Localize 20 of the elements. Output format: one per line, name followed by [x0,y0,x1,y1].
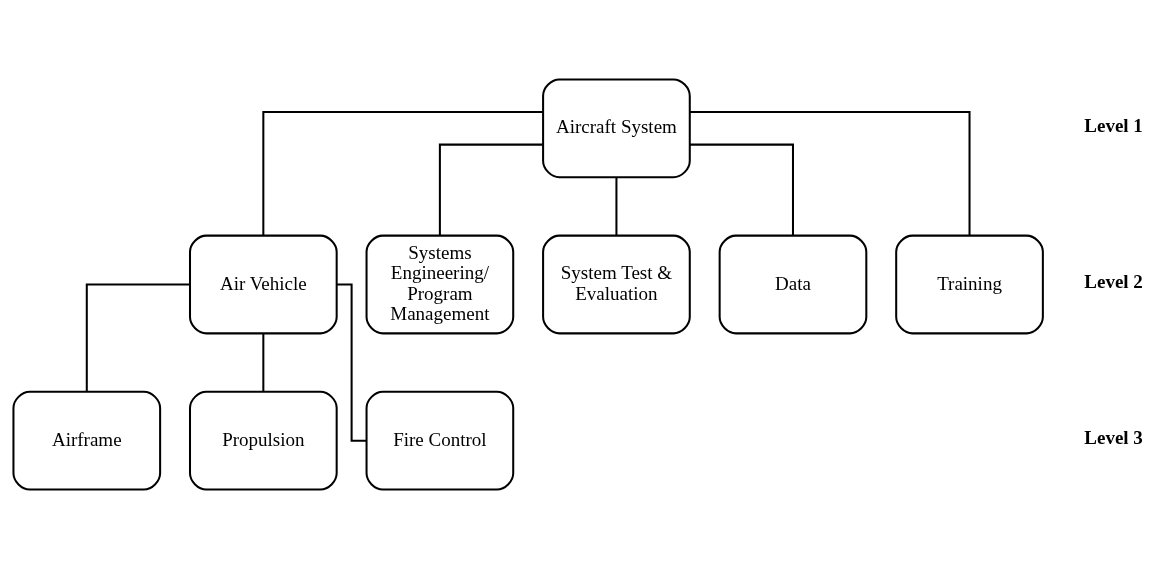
connector [85,283,190,392]
label: Level 2 [1084,271,1143,293]
connector [262,111,543,236]
node-box: Fire Control [365,390,515,491]
label: Level 3 [1084,427,1143,449]
connector [615,177,618,236]
node-box: Systems Engineering/ Program Management [365,234,515,335]
connector [262,333,265,392]
node-box: Data [718,234,868,335]
node-box: System Test & Evaluation [542,234,691,335]
node-box: Air Vehicle [189,234,338,335]
connector [690,111,971,236]
connector [337,283,367,442]
label: Level 1 [1084,114,1143,136]
node-box: Training [895,234,1044,335]
node-box: Aircraft System [542,78,691,179]
connector [438,143,544,236]
connector [689,143,794,236]
node-box: Propulsion [189,390,338,491]
node-box: Airframe [12,390,162,491]
